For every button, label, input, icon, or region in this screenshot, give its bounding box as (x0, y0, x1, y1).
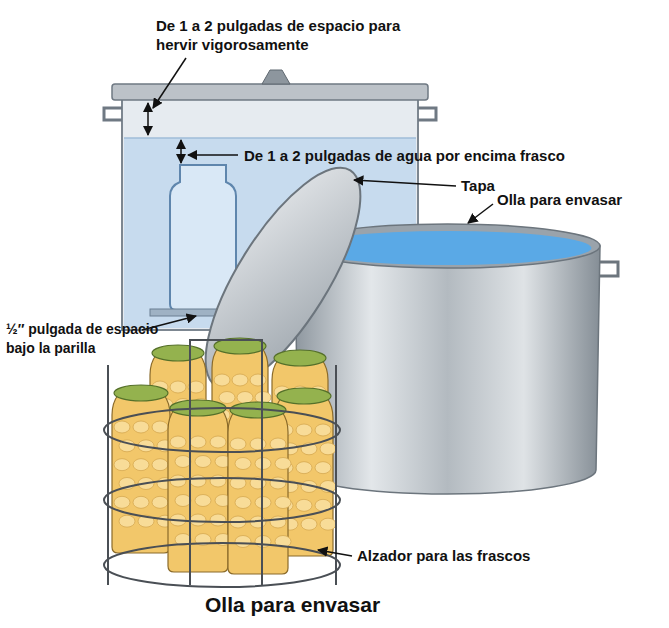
callout-text: De 1 a 2 pulgadas de agua por encima fra… (244, 146, 664, 165)
callout-label: Alzador para las frascos (357, 546, 607, 565)
caption: Olla para envasar (0, 592, 669, 618)
callout-text: Alzador para las frascos (357, 546, 607, 565)
leader-lines (142, 58, 493, 556)
callout-label: ½″ pulgada de espacio bajo la parilla (6, 320, 178, 358)
jar-rack (104, 338, 340, 587)
callout-text: ½″ pulgada de espacio bajo la parilla (6, 320, 178, 358)
jar (228, 402, 291, 574)
callout-text: De 1 a 2 pulgadas de espacio para hervir… (156, 16, 421, 54)
callout-text: Olla para envasar (497, 190, 662, 209)
callout-label: De 1 a 2 pulgadas de agua por encima fra… (244, 146, 664, 165)
callout-label: De 1 a 2 pulgadas de espacio para hervir… (156, 16, 421, 54)
front-pot (295, 224, 618, 494)
callout-label: Olla para envasar (497, 190, 662, 209)
caption-slot: Olla para envasar (0, 592, 669, 618)
jar (168, 400, 231, 572)
rack-wire (104, 340, 340, 587)
